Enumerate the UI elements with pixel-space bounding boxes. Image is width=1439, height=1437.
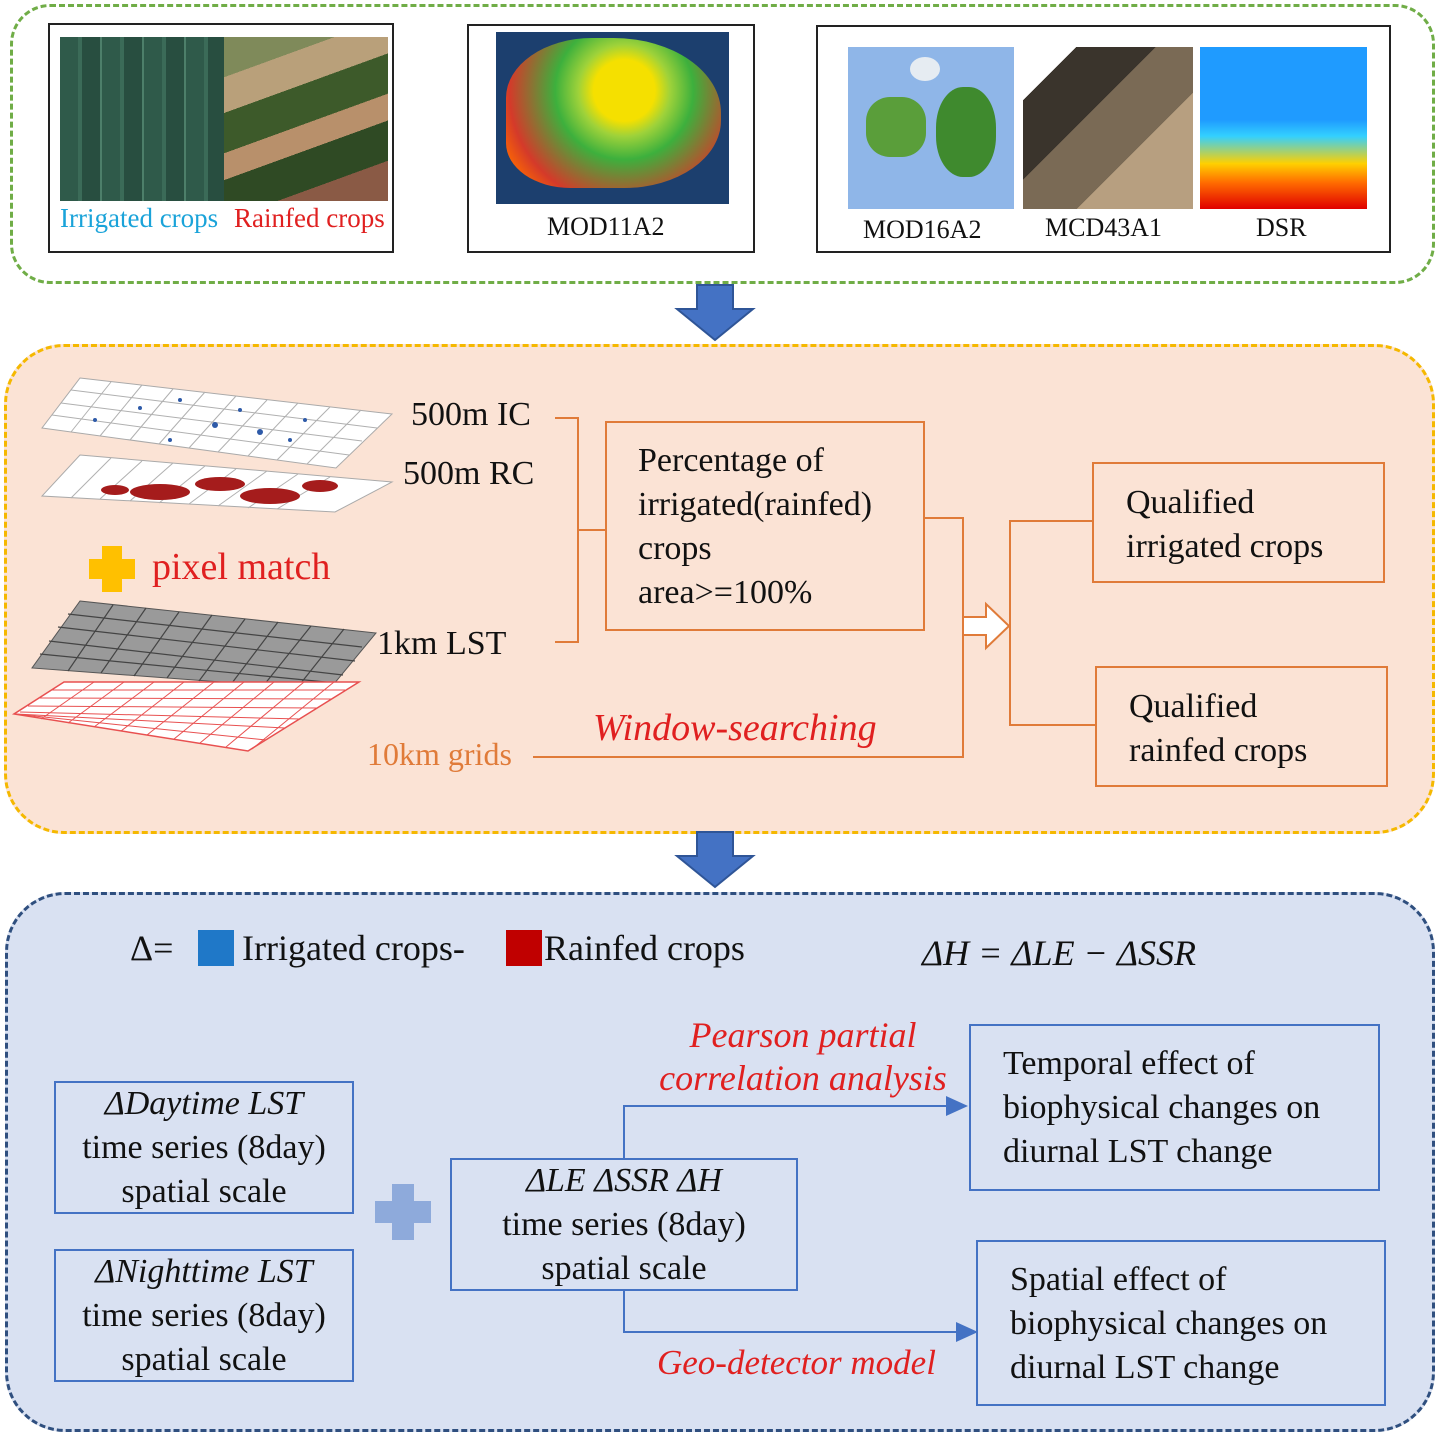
layer-rc-label: 500m RC [403, 455, 535, 492]
dsr-label: DSR [1256, 213, 1307, 242]
daytime-lst-title: ΔDaytime LST [104, 1085, 304, 1122]
nighttime-lst-title: ΔNighttime LST [95, 1253, 313, 1290]
spatial-effect-box: Spatial effect of biophysical changes on… [976, 1240, 1386, 1406]
crop-imagery-frame: Irrigated crops Rainfed crops [48, 23, 394, 253]
geodetector-method-label: Geo-detector model [657, 1343, 936, 1382]
mod11a2-label: MOD11A2 [547, 212, 665, 241]
irrigated-crops-image [60, 37, 224, 201]
et-world-map-image [848, 47, 1014, 209]
analysis-connectors [623, 1105, 958, 1333]
temporal-effect-box: Temporal effect of biophysical changes o… [969, 1024, 1380, 1191]
down-arrow-1 [674, 284, 756, 342]
rainfed-legend-label: Rainfed crops [544, 928, 745, 968]
percentage-area-text: Percentage of irrigated(rainfed) crops a… [638, 442, 873, 611]
rc-layer-parallelogram [40, 454, 394, 513]
daytime-scale-line: spatial scale [121, 1173, 287, 1210]
biophysical-variables-title: ΔLE ΔSSR ΔH [526, 1162, 722, 1199]
albedo-terrain-image [1023, 47, 1193, 209]
qualified-rainfed-text: Qualified rainfed crops [1129, 688, 1308, 769]
lst-layer-parallelogram [31, 600, 377, 691]
ic-layer-parallelogram [41, 377, 394, 469]
pearson-method-label: Pearson partial correlation analysis [659, 1015, 947, 1098]
qualified-irrigated-box: Qualified irrigated crops [1092, 462, 1385, 583]
daytime-lst-box: ΔDaytime LST time series (8day) spatial … [54, 1081, 354, 1214]
pixel-match-label: pixel match [152, 546, 331, 588]
grids-label: 10km grids [367, 736, 512, 772]
grid-10km-parallelogram [11, 681, 362, 752]
plus-icon-blue [375, 1184, 431, 1240]
dsr-heatmap-image [1200, 47, 1367, 209]
qualified-irrigated-text: Qualified irrigated crops [1126, 484, 1324, 565]
plus-icon-yellow [89, 546, 135, 592]
mod11a2-frame: MOD11A2 [467, 24, 755, 253]
arrow-to-temporal [946, 1096, 968, 1116]
spatial-effect-text: Spatial effect of biophysical changes on… [1010, 1261, 1328, 1386]
irrigated-swatch [198, 930, 234, 966]
input-data-panel [10, 4, 1435, 284]
nighttime-series-line: time series (8day) [82, 1297, 326, 1334]
center-scale-line: spatial scale [541, 1250, 707, 1287]
percentage-area-box: Percentage of irrigated(rainfed) crops a… [605, 421, 925, 631]
nighttime-scale-line: spatial scale [121, 1341, 287, 1378]
temporal-effect-text: Temporal effect of biophysical changes o… [1003, 1045, 1321, 1170]
layer-lst-label: 1km LST [377, 625, 507, 662]
down-arrow-2 [674, 831, 756, 889]
irrigated-crops-label: Irrigated crops [60, 203, 219, 233]
layer-ic-label: 500m IC [411, 396, 531, 433]
rainfed-swatch [506, 930, 542, 966]
analysis-panel [5, 892, 1435, 1432]
rainfed-crops-label: Rainfed crops [234, 203, 385, 233]
lst-map-image [496, 32, 729, 204]
arrow-to-spatial [956, 1322, 978, 1342]
biophysical-data-frame: MOD16A2 MCD43A1 DSR [816, 25, 1391, 253]
biophysical-variables-box: ΔLE ΔSSR ΔH time series (8day) spatial s… [450, 1158, 798, 1291]
hollow-arrow [962, 601, 1011, 651]
mcd43a1-label: MCD43A1 [1045, 213, 1163, 242]
matching-connectors [533, 417, 1095, 758]
mod16a2-label: MOD16A2 [863, 215, 982, 244]
daytime-series-line: time series (8day) [82, 1129, 326, 1166]
heat-balance-equation: ΔH = ΔLE − ΔSSR [922, 933, 1196, 973]
delta-prefix: Δ= [130, 928, 174, 968]
irrigated-legend-label: Irrigated crops- [242, 928, 465, 968]
window-searching-label: Window-searching [593, 707, 877, 749]
center-series-line: time series (8day) [502, 1206, 746, 1243]
qualified-rainfed-box: Qualified rainfed crops [1095, 666, 1388, 787]
nighttime-lst-box: ΔNighttime LST time series (8day) spatia… [54, 1249, 354, 1382]
rainfed-crops-image [224, 37, 388, 201]
